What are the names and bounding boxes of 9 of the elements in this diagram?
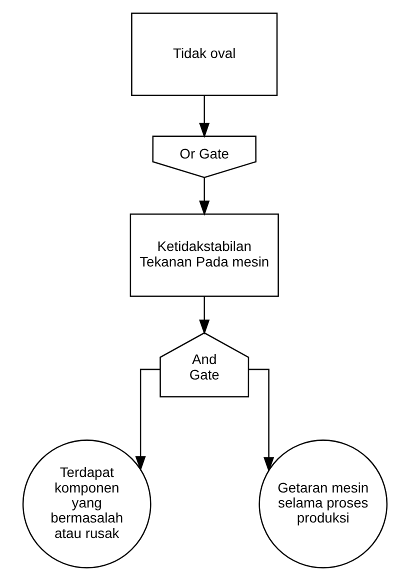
- arrow: [199, 178, 210, 216]
- arrow: [199, 296, 210, 335]
- node-circle: Getaran mesin selama proses produksi: [258, 440, 388, 568]
- node-circle: Terdapat komponen yang bermasalah atau rusak: [22, 440, 152, 568]
- arrow: [248, 368, 274, 472]
- node-box: Tidak oval: [131, 12, 278, 96]
- arrow: [199, 96, 210, 138]
- arrow: [135, 368, 160, 472]
- node-box: Ketidakstabilan Tekanan Pada mesin: [130, 213, 279, 297]
